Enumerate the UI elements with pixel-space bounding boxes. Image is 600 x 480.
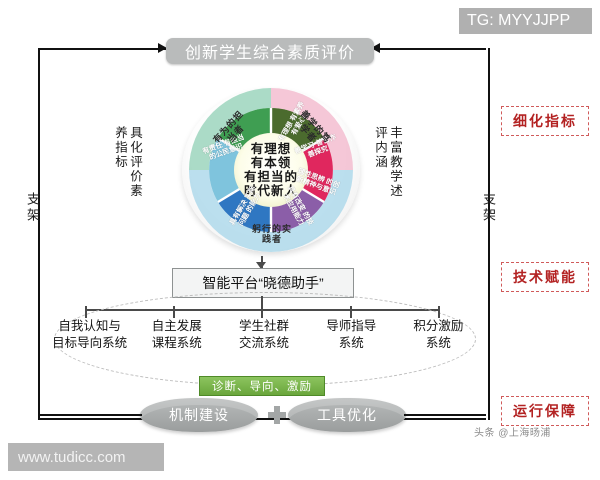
system-item-mentor[interactable]: 导师指导 系统 xyxy=(326,319,377,350)
system-item-self-cognition[interactable]: 自我认知与 目标导向系统 xyxy=(52,319,128,350)
frame-bottom-line xyxy=(38,418,486,420)
arrow-left-icon xyxy=(371,43,380,53)
frame-top-left-line xyxy=(38,48,168,50)
watermark-bottom-right: 头条 @上海旸浦 xyxy=(474,428,551,439)
watermark-top-right: TG: MYYJJPP xyxy=(459,8,592,34)
wheel-svg xyxy=(189,88,353,252)
systems-tick-2 xyxy=(173,306,175,318)
callout-operations: 运行保障 xyxy=(501,396,589,426)
system-item-community[interactable]: 学生社群 交流系统 xyxy=(239,319,290,350)
right-frame-to-cylinder-line xyxy=(404,414,486,416)
systems-row: 自我认知与 目标导向系统 自主发展 课程系统 学生社群 交流系统 导师指导 系统… xyxy=(46,318,482,352)
page-title: 创新学生综合素质评价 xyxy=(166,38,374,64)
systems-tick-1 xyxy=(85,306,87,318)
annotation-right: 丰富教学述评内涵 xyxy=(373,126,402,199)
annotation-left: 具化评价素养指标 xyxy=(113,126,142,199)
scaffold-label-left: 支架 xyxy=(25,192,40,224)
callout-technology: 技术赋能 xyxy=(501,262,589,292)
frame-top-right-line xyxy=(380,48,486,50)
watermark-bottom-left: www.tudicc.com xyxy=(8,443,164,471)
outer-frame xyxy=(38,48,490,420)
green-function-bar: 诊断、导向、激励 xyxy=(199,376,325,396)
plus-icon xyxy=(268,406,286,424)
system-item-points[interactable]: 积分激励 系统 xyxy=(413,319,464,350)
scaffold-label-right: 支架 xyxy=(481,192,496,224)
system-item-curriculum[interactable]: 自主发展 课程系统 xyxy=(151,319,202,350)
callout-indicators: 细化指标 xyxy=(501,106,589,136)
systems-tick-5 xyxy=(438,306,440,318)
competency-wheel: 有理想 有本领 有担当的 时代新人 有理想 有素养 有爱心善学习 善合作 善探究… xyxy=(176,84,366,256)
foundation-mechanism[interactable]: 机制建设 xyxy=(140,398,258,432)
systems-tick-4 xyxy=(350,306,352,318)
left-frame-to-cylinder-line xyxy=(40,414,142,416)
arrow-right-icon xyxy=(158,43,167,53)
systems-tick-3 xyxy=(261,306,263,318)
foundation-tools[interactable]: 工具优化 xyxy=(288,398,406,432)
wheel-to-platform-arrow-icon xyxy=(256,262,266,269)
